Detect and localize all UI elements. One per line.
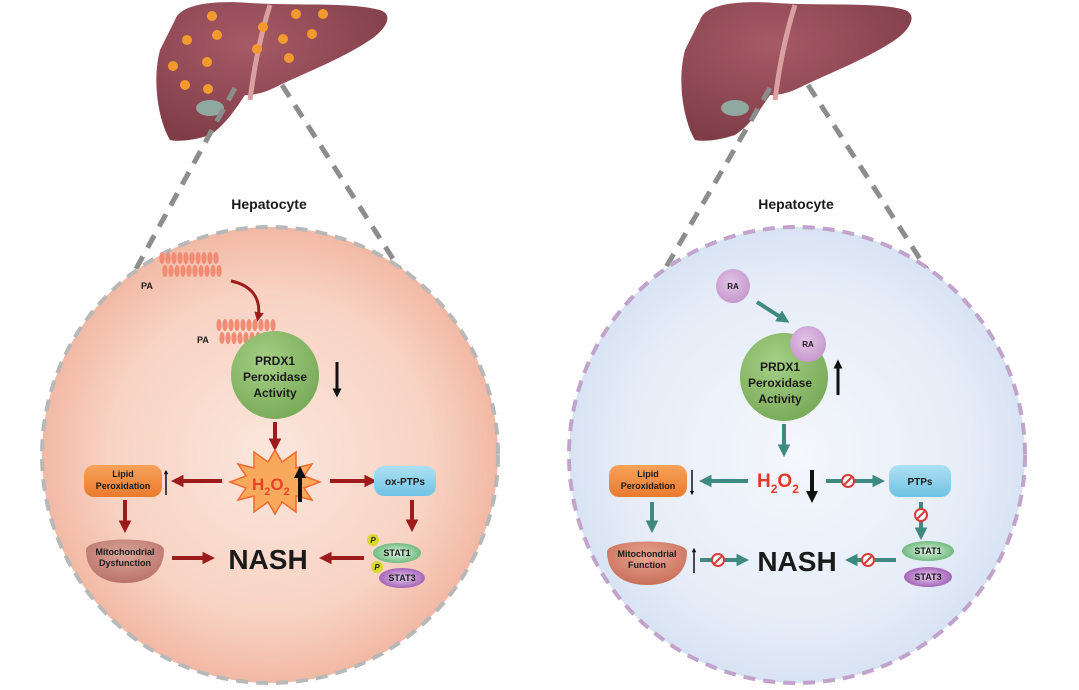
left-panel: Hepatocyte PA PA PRDX1 Peroxidase Activi… [40,2,500,685]
fat-droplet [203,84,213,94]
mito-label-line1: Mitochondrial [96,547,155,557]
stat1-label: STAT1 [914,546,941,556]
fat-droplet [284,53,294,63]
lipid-peroxidation-node [84,465,162,497]
mito-label-line2: Function [628,560,666,570]
fatty-liver [156,2,388,141]
lipid-label-line2: Peroxidation [96,481,151,491]
fat-droplets [168,9,328,94]
mitochondria-node [607,541,687,585]
ox-ptps-label: ox-PTPs [385,477,425,488]
hepatocyte-label: Hepatocyte [231,196,307,212]
nash-label: NASH [228,544,307,575]
phospho-label-stat3: P [374,563,380,572]
fat-droplet [180,80,190,90]
phospho-badge-stat1 [367,534,379,546]
fat-droplet [291,9,301,19]
healthy-liver [681,2,912,141]
prdx1-label-line1: PRDX1 [255,354,295,368]
fat-droplet [182,35,192,45]
lipid-label-line1: Lipid [112,469,134,479]
stat1-node [902,541,954,561]
zoom-line-left [637,86,773,314]
inhibition-icon [841,474,855,488]
ptps-node [889,465,951,497]
stat1-label: STAT1 [383,548,410,558]
fat-droplet [278,34,288,44]
prdx1-node [231,331,319,419]
inhibition-icon [914,508,928,522]
mito-label-line2: Dysfunction [99,558,151,568]
ptps-label: PTPs [907,477,932,488]
ra-label-outside: RA [727,282,739,291]
fat-droplet [307,29,317,39]
lipid-peroxidation-node [609,465,687,497]
stat1-node [373,543,421,563]
gallbladder [196,100,224,116]
gallbladder [721,100,749,116]
prdx1-label-line2: Peroxidase [243,370,307,384]
prdx1-label-line2: Peroxidase [748,376,812,390]
hepatocyte-cell [567,225,1027,685]
fat-droplet [252,44,262,54]
prdx1-label-line1: PRDX1 [760,360,800,374]
mito-label-line1: Mitochondrial [618,549,677,559]
phospho-badge-stat3 [371,561,383,573]
liver-shape [681,2,912,141]
hepatocyte-label: Hepatocyte [758,196,834,212]
ox-ptps-node [374,466,436,496]
phospho-label-stat1: P [370,536,376,545]
fat-droplet [168,61,178,71]
prdx1-label-line3: Activity [758,392,802,406]
right-panel: Hepatocyte RA RA PRDX1 Peroxidase Activi… [567,2,1027,685]
fat-droplet [212,30,222,40]
lipid-label-line2: Peroxidation [621,481,676,491]
h2o2-burst [227,448,323,516]
lipid-label-line1: Lipid [637,469,659,479]
fat-droplet [258,22,268,32]
stat3-node [904,567,952,587]
inhibition-icon [711,553,725,567]
pa-lipid-cluster-outside [159,252,222,277]
liver-shape [156,2,388,141]
pa-label-bound: PA [197,335,209,345]
h2o2-label: H2O2 [252,475,290,498]
mitochondria-node [86,539,164,583]
inhibition-icon [861,553,875,567]
hepatocyte-cell [40,225,500,685]
fat-droplet [202,57,212,67]
ra-uptake-arrow [755,300,790,323]
fat-droplet [207,11,217,21]
pa-label-outside: PA [141,281,153,291]
prdx1-label-line3: Activity [253,386,297,400]
pa-uptake-arrow [230,279,264,322]
ra-molecule-bound [790,326,826,362]
ra-label-bound: RA [802,340,814,349]
stat3-label: STAT3 [388,573,415,583]
h2o2-label: H2O2 [757,471,799,496]
stat3-label: STAT3 [914,572,941,582]
stat3-node [379,568,425,588]
liver-ligament [772,4,798,101]
fat-droplet [318,9,328,19]
ra-molecule-outside [716,269,750,303]
nash-label: NASH [757,546,836,577]
